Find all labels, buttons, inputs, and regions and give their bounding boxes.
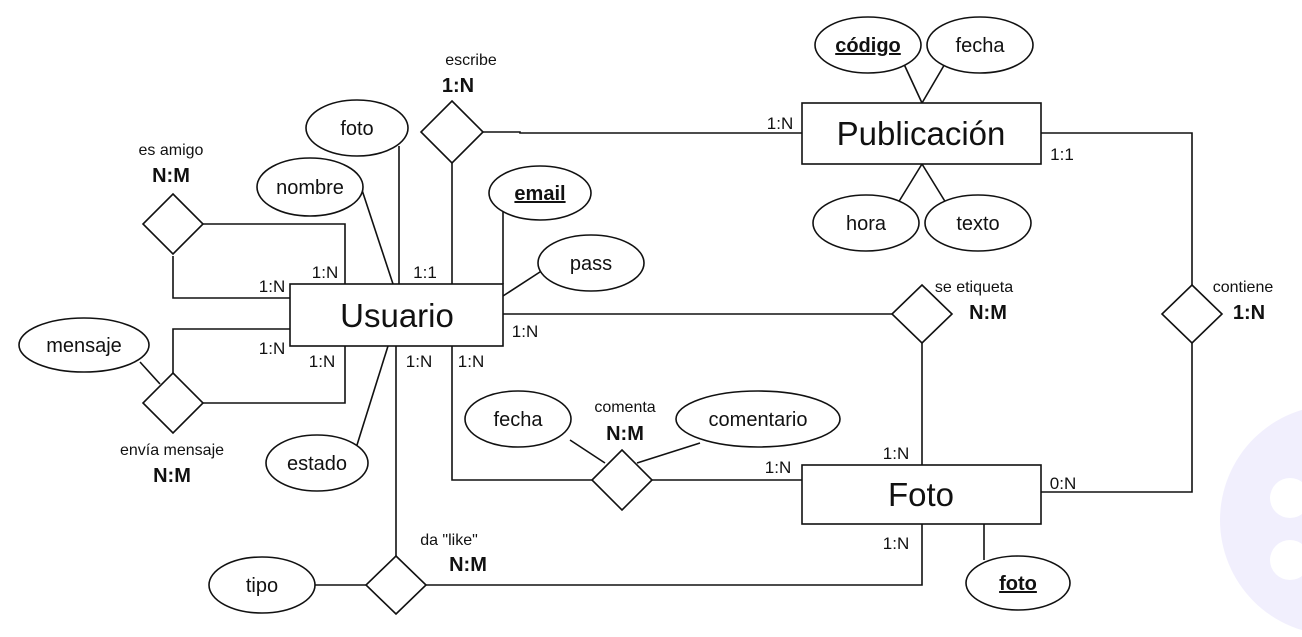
card-foto-contiene: 0:N [1050,474,1076,493]
card-usuario-like: 1:N [406,352,432,371]
rel-card-es-amigo: N:M [152,165,190,187]
line-pub-texto [921,163,947,204]
relationship-envia-mensaje[interactable] [141,371,205,435]
line-usuario-estado [356,345,389,446]
attribute-comentario-label: comentario [709,409,808,431]
card-mensaje-a: 1:N [259,339,285,358]
card-usuario-comenta: 1:N [458,352,484,371]
relationship-contiene[interactable] [1160,283,1224,345]
line-pub-codigo [902,61,923,104]
card-escribe-publicacion: 1:N [767,114,793,133]
relationship-comenta[interactable] [590,448,654,512]
line-mensaje-a [172,328,290,373]
attribute-foto-user-label: foto [340,118,373,140]
line-contiene-foto [1041,343,1193,493]
connector-lines [139,61,1193,586]
attribute-pass-label: pass [570,253,612,275]
attribute-estado[interactable]: estado [265,434,369,492]
attribute-fecha-comenta[interactable]: fecha [464,390,572,448]
card-mensaje-b: 1:N [309,352,335,371]
watermark-shape [1220,409,1302,631]
attribute-foto-key-label: foto [999,573,1037,595]
card-usuario-etiqueta: 1:N [512,322,538,341]
attribute-mensaje-label: mensaje [46,335,122,357]
card-foto-comenta: 1:N [765,458,791,477]
line-usuario-pass [502,269,544,297]
line-comenta-usuario [451,346,592,481]
rel-card-contiene: 1:N [1233,302,1265,324]
line-usuario-nombre [361,189,394,285]
line-mensaje-attr [139,361,161,385]
entity-usuario[interactable]: Usuario [289,283,504,347]
attribute-estado-label: estado [287,453,347,475]
rel-label-da-like: da "like" [420,532,478,549]
line-es-amigo-a [172,256,290,299]
card-foto-etiqueta: 1:N [883,444,909,463]
attribute-mensaje[interactable]: mensaje [18,317,150,373]
attribute-nombre[interactable]: nombre [256,157,364,217]
line-pub-fecha [921,61,947,104]
entity-publicacion-label: Publicación [837,115,1006,152]
line-mensaje-b [203,346,346,404]
relationship-da-like[interactable] [364,554,428,616]
rel-label-comenta: comenta [594,399,655,416]
attribute-fecha-pub-label: fecha [956,35,1006,57]
relationship-se-etiqueta[interactable] [890,283,954,345]
rel-card-da-like: N:M [449,554,487,576]
card-amigo-b: 1:N [312,263,338,282]
card-foto-like: 1:N [883,534,909,553]
rel-label-escribe: escribe [445,52,497,69]
card-amigo-a: 1:N [259,277,285,296]
attribute-texto[interactable]: texto [924,194,1032,252]
attribute-email-label: email [514,183,565,205]
attribute-hora-label: hora [846,213,887,235]
relationship-escribe[interactable] [419,99,485,165]
rel-card-escribe: 1:N [442,75,474,97]
line-es-amigo-b [203,223,346,284]
attribute-fecha-comenta-label: fecha [494,409,544,431]
entity-usuario-label: Usuario [340,297,454,334]
entity-foto-label: Foto [888,476,954,513]
rel-label-es-amigo: es amigo [139,142,204,159]
attribute-nombre-label: nombre [276,177,344,199]
line-like-foto [426,524,923,586]
attribute-tipo-label: tipo [246,575,278,597]
rel-label-se-etiqueta: se etiqueta [935,279,1013,296]
rel-label-contiene: contiene [1213,279,1274,296]
attribute-hora[interactable]: hora [812,194,920,252]
line-contiene-publicacion [1041,132,1193,285]
line-comenta-comentario [636,442,701,464]
attribute-foto-user[interactable]: foto [305,99,409,157]
attribute-fecha-pub[interactable]: fecha [926,16,1034,74]
attribute-comentario[interactable]: comentario [675,390,841,448]
attribute-email[interactable]: email [488,165,592,221]
rel-card-se-etiqueta: N:M [969,302,1007,324]
entity-publicacion[interactable]: Publicación [801,102,1042,165]
entity-foto[interactable]: Foto [801,464,1042,525]
rel-card-envia-mensaje: N:M [153,465,191,487]
attribute-pass[interactable]: pass [537,234,645,292]
line-pub-hora [897,163,923,204]
rel-card-comenta: N:M [606,423,644,445]
attribute-tipo[interactable]: tipo [208,556,316,614]
rel-label-envia-mensaje: envía mensaje [120,442,224,459]
attribute-texto-label: texto [956,213,999,235]
attribute-codigo-label: código [835,35,901,57]
card-escribe-usuario: 1:1 [413,263,437,282]
line-comenta-fecha [569,439,606,464]
line-escribe-publicacion [483,131,802,134]
attribute-foto-key[interactable]: foto [965,555,1071,611]
card-publicacion-contiene: 1:1 [1050,145,1074,164]
relationship-es-amigo[interactable] [141,192,205,256]
attribute-codigo[interactable]: código [814,16,922,74]
